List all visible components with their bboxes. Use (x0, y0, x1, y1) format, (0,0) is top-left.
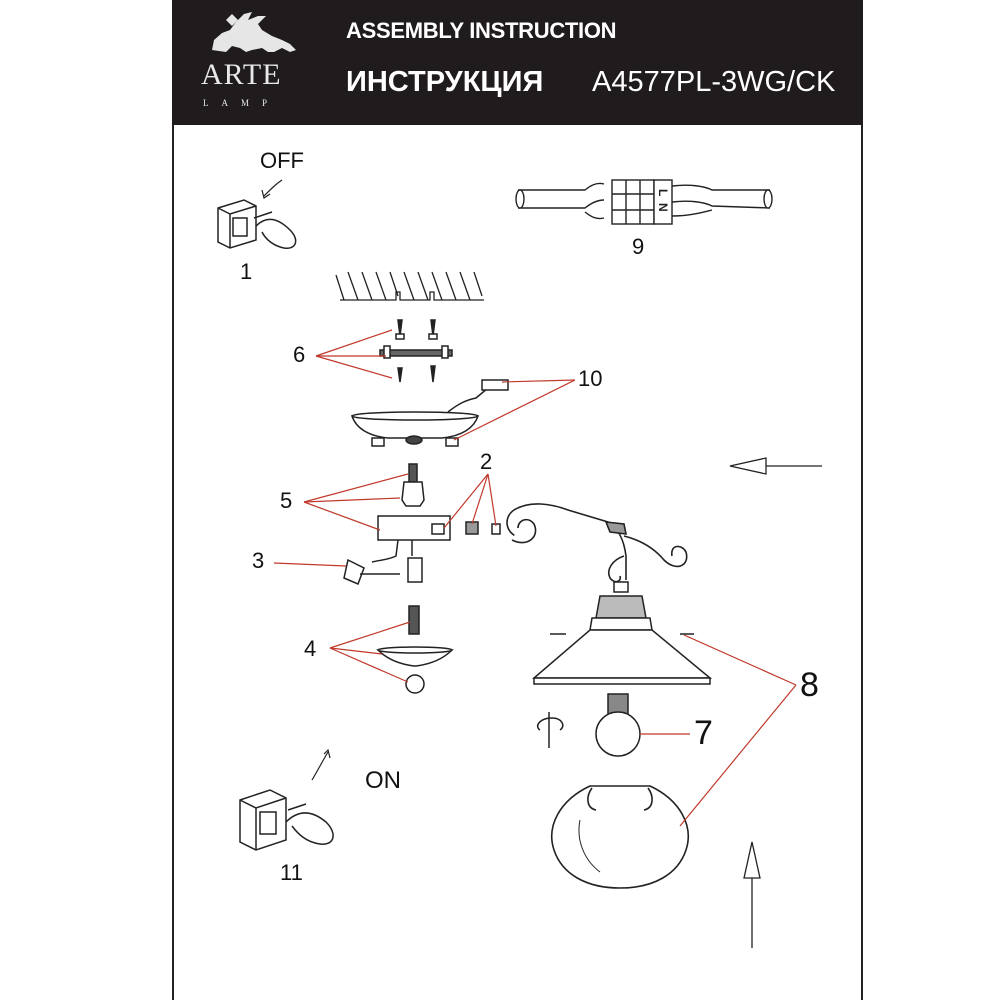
step-5-label: 5 (280, 488, 293, 513)
terminal-l-label: L (656, 189, 670, 196)
step-3-label: 3 (252, 548, 265, 573)
title-russian: ИНСТРУКЦИЯ (346, 66, 544, 98)
bulb (536, 693, 641, 757)
step-7-label: 7 (694, 714, 713, 752)
step-10-label: 10 (578, 366, 603, 391)
off-label: OFF (260, 148, 304, 173)
step-9-label: 9 (632, 234, 645, 259)
finial-cup (376, 646, 454, 694)
arrow-left-icon (729, 457, 822, 475)
ceiling-hatch (335, 271, 484, 301)
griffin-logo-icon (212, 12, 296, 52)
brand-subtitle: LAMP (203, 98, 281, 108)
terminal-block (515, 179, 773, 225)
glass-globe (550, 785, 690, 889)
step-1-label: 1 (240, 259, 253, 284)
instruction-sheet (172, 0, 863, 1000)
mounting-bracket (379, 319, 453, 383)
rod-assembly (343, 463, 501, 635)
model-number: A4577PL-3WG/CK (592, 66, 836, 98)
callout-lines (273, 329, 797, 827)
step-4-label: 4 (304, 636, 317, 661)
arrow-up-icon (743, 841, 761, 948)
step-8-label: 8 (800, 666, 819, 704)
on-label: ON (365, 767, 401, 794)
curved-arm (506, 503, 688, 583)
brand-name: ARTE (201, 58, 282, 91)
lamp-shade (531, 581, 713, 685)
header-bar (172, 0, 863, 125)
step-11-label: 11 (280, 860, 303, 885)
title-english: ASSEMBLY INSTRUCTION (346, 18, 617, 43)
canopy (350, 379, 509, 447)
switch-off-icon (217, 179, 297, 249)
step-6-label: 6 (293, 342, 306, 367)
terminal-n-label: N (656, 203, 670, 212)
switch-on-icon (239, 748, 334, 851)
step-2-label: 2 (480, 449, 493, 474)
